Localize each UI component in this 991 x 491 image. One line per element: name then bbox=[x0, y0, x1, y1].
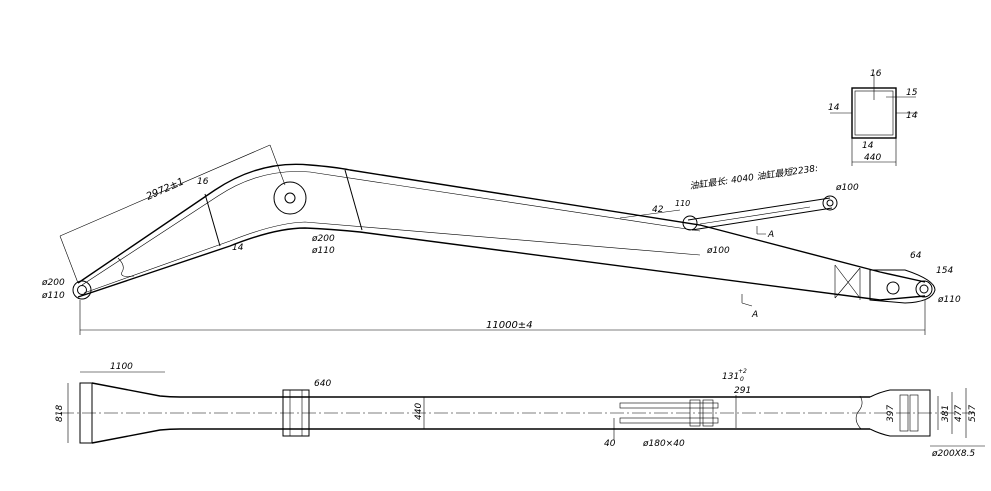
dim-upper-length: 2972±1 bbox=[145, 176, 186, 202]
plan-dim-477: 477 bbox=[954, 405, 964, 422]
cylinder-guide bbox=[619, 209, 681, 219]
plan-dim-397: 397 bbox=[886, 405, 896, 422]
plan-dim-180x40: ø180×40 bbox=[642, 439, 685, 449]
pin-mid-inner bbox=[284, 192, 296, 204]
boom-lower-contour bbox=[77, 227, 926, 301]
dim-64: 64 bbox=[910, 251, 922, 261]
boom-elevation-view: 11000±4 2972±1 16 14 ø200 ø110 ø200 ø110… bbox=[41, 144, 961, 335]
ext-line bbox=[59, 235, 79, 284]
plan-mid-bracket bbox=[282, 389, 310, 437]
plan-taper-bot bbox=[91, 428, 870, 444]
dim-line-upper bbox=[59, 144, 271, 237]
sec-dim-top: 16 bbox=[870, 69, 882, 79]
plan-dim-381: 381 bbox=[941, 405, 951, 422]
dim-cyl-rod: ø100 bbox=[706, 246, 730, 256]
plan-dim-200x8-5: ø200X8.5 bbox=[931, 449, 975, 459]
dim-154: 154 bbox=[936, 266, 953, 276]
pin-left-outer bbox=[72, 280, 92, 300]
dim-pin-left-outer: ø200 bbox=[41, 278, 65, 288]
pin-right-inner bbox=[919, 284, 929, 294]
break-line bbox=[855, 395, 863, 430]
plan-dim-131-tol2: 0 bbox=[740, 376, 744, 383]
cylinder-pin-base-inner bbox=[826, 199, 834, 207]
plan-cylinder-seat-bot bbox=[619, 417, 719, 424]
plate-joint-1 bbox=[204, 193, 221, 247]
plan-dim-131-tol: +2 bbox=[738, 368, 747, 375]
plan-dim-818: 818 bbox=[55, 405, 65, 422]
sec-dim-left: 14 bbox=[828, 103, 840, 113]
section-marker-bottom bbox=[741, 294, 753, 307]
plan-left-flange bbox=[79, 382, 93, 444]
boom-plan-view: 1100 818 640 440 131 +2 0 291 40 ø180×40… bbox=[55, 362, 985, 459]
dim-overall-length: 11000±4 bbox=[486, 320, 533, 331]
boom-upper-contour bbox=[77, 163, 926, 284]
pin-right-outer bbox=[915, 280, 933, 298]
dim-cyl-base: ø100 bbox=[835, 183, 859, 193]
dim-plate-14: 14 bbox=[232, 243, 244, 253]
plan-dim-440: 440 bbox=[414, 403, 424, 420]
cross-section-view: 16 15 14 14 14 440 bbox=[828, 69, 918, 166]
boom-lower-inner bbox=[83, 221, 701, 294]
plate-joint-2 bbox=[344, 169, 363, 231]
plan-dim-40: 40 bbox=[604, 439, 616, 449]
dim-pin-mid-inner: ø110 bbox=[311, 246, 335, 256]
cylinder-body-top bbox=[687, 197, 831, 221]
dim-pin-left-inner: ø110 bbox=[41, 291, 65, 301]
bushing bbox=[909, 394, 919, 432]
dim-42: 42 bbox=[652, 205, 664, 215]
plan-dim-640: 640 bbox=[314, 379, 331, 389]
boom-head bbox=[869, 269, 936, 304]
section-label-top: A bbox=[767, 230, 774, 240]
plan-dim-1100: 1100 bbox=[110, 362, 133, 372]
pin-left-inner bbox=[77, 285, 87, 295]
sec-dim-bottom-small: 14 bbox=[862, 141, 874, 151]
plan-cylinder-seat-top bbox=[619, 402, 719, 409]
cylinder-body-bot bbox=[691, 207, 833, 231]
plan-dim-291: 291 bbox=[734, 386, 751, 396]
head-bracing bbox=[834, 264, 861, 300]
plan-dim-131: 131 bbox=[722, 372, 739, 382]
plan-dim-537: 537 bbox=[968, 405, 978, 422]
pin-head-aux bbox=[886, 281, 900, 295]
plan-taper-top bbox=[91, 382, 870, 398]
dim-110: 110 bbox=[675, 199, 690, 208]
cylinder-pin-rod bbox=[682, 215, 698, 231]
cylinder-rod bbox=[699, 206, 811, 225]
pin-mid-outer bbox=[273, 181, 307, 215]
dim-pin-right: ø110 bbox=[937, 295, 961, 305]
ext-line bbox=[269, 144, 286, 186]
sec-dim-right: 14 bbox=[906, 111, 918, 121]
break-line bbox=[117, 257, 135, 277]
section-marker-top bbox=[756, 226, 766, 235]
plan-right-head bbox=[869, 389, 931, 437]
seat-lug bbox=[689, 399, 701, 427]
cylinder-pin-base bbox=[822, 195, 838, 211]
bushing bbox=[899, 394, 909, 432]
seat-lug bbox=[702, 399, 714, 427]
boom-upper-inner bbox=[81, 171, 701, 286]
dim-plate-16: 16 bbox=[197, 177, 209, 187]
sec-dim-right-top: 15 bbox=[906, 88, 918, 98]
section-label-bottom: A bbox=[751, 310, 758, 320]
cylinder-note: 油缸最长: 4040 油缸最短2238: bbox=[689, 163, 819, 192]
dim-pin-mid-outer: ø200 bbox=[311, 234, 335, 244]
sec-dim-width: 440 bbox=[864, 153, 881, 163]
